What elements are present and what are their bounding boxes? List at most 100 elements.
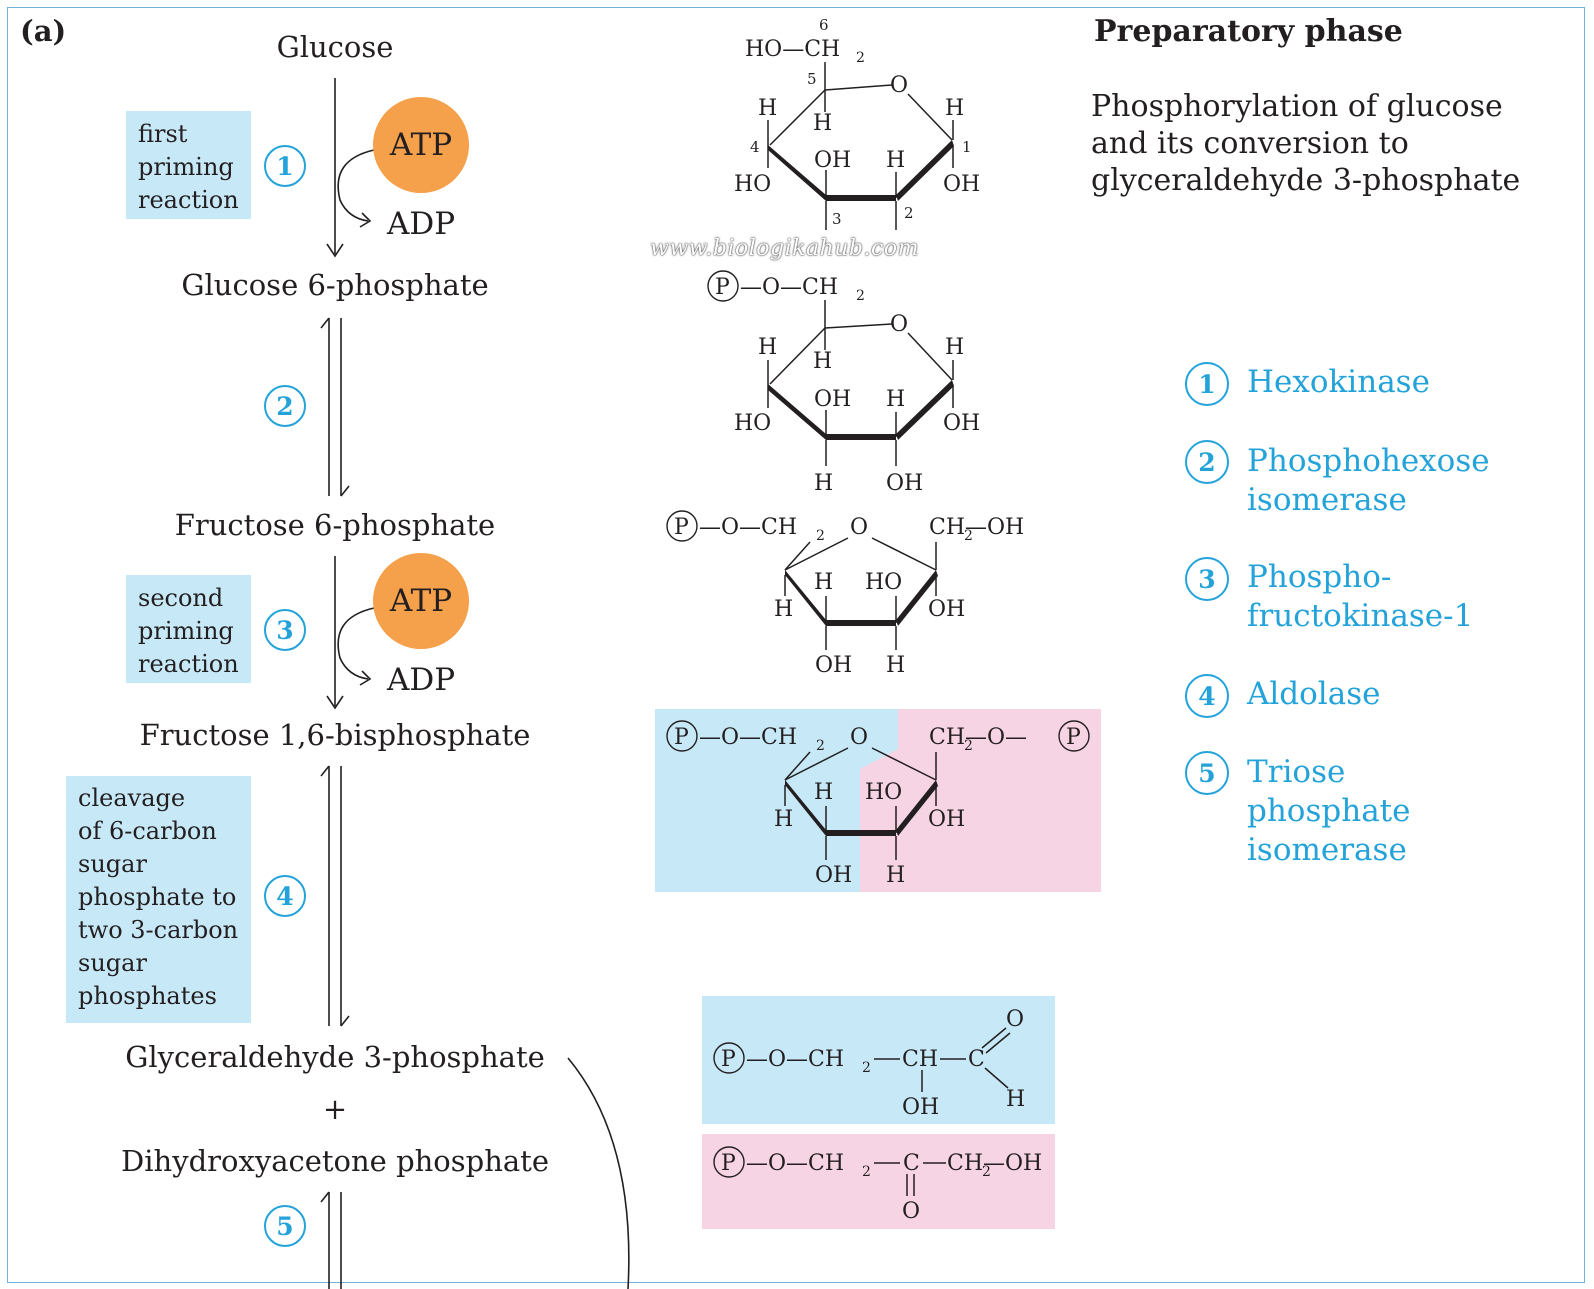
step-3-badge: 3: [264, 609, 306, 651]
svg-text:H: H: [814, 780, 833, 805]
svg-text:OH: OH: [902, 1095, 939, 1120]
svg-text:H: H: [886, 148, 905, 173]
svg-text:1: 1: [962, 138, 972, 156]
svg-text:2: 2: [856, 288, 865, 304]
svg-text:OH: OH: [815, 863, 852, 888]
enzyme-1-name: Hexokinase: [1247, 364, 1430, 400]
svg-text:—O—CH: —O—CH: [699, 725, 797, 750]
g6p-structure: P —O—CH 2 O H H HO H OH OH H H OH: [707, 270, 980, 496]
svg-text:CH: CH: [902, 1047, 938, 1072]
svg-text:O: O: [850, 725, 868, 750]
svg-text:CH—OH: CH—OH: [947, 1151, 1042, 1176]
svg-text:O: O: [1006, 1007, 1024, 1032]
step-4-badge: 4: [264, 875, 306, 917]
svg-text:HO: HO: [734, 411, 771, 436]
watermark-text: www.biologikahub.com: [650, 236, 919, 261]
svg-text:2: 2: [964, 738, 973, 754]
g3p-structure-box: [702, 996, 1055, 1124]
svg-text:H: H: [774, 597, 793, 622]
note-cleavage-text: cleavage of 6-carbon sugar phosphate to …: [78, 784, 239, 1010]
svg-text:2: 2: [964, 528, 973, 544]
svg-text:H: H: [813, 349, 832, 374]
svg-text:H: H: [886, 387, 905, 412]
compound-glyceraldehyde-3-phosphate: Glyceraldehyde 3-phosphate: [125, 1040, 545, 1074]
enzyme-4-badge: 4: [1185, 674, 1229, 718]
svg-text:2: 2: [862, 1060, 871, 1076]
phase-description: Phosphorylation of glucose and its conve…: [1091, 89, 1521, 198]
atp-circle-1: ATP: [373, 97, 469, 193]
svg-text:H: H: [813, 111, 832, 136]
svg-text:H: H: [886, 863, 905, 888]
svg-text:P: P: [674, 515, 689, 540]
svg-text:HO: HO: [734, 172, 771, 197]
adp-label-2: ADP: [387, 662, 456, 698]
compound-dihydroxyacetone-phosphate: Dihydroxyacetone phosphate: [120, 1144, 550, 1178]
svg-text:P: P: [1066, 725, 1081, 750]
svg-text:HO: HO: [865, 780, 902, 805]
svg-text:O: O: [902, 1199, 920, 1224]
svg-text:—O—CH: —O—CH: [746, 1047, 844, 1072]
enzyme-4-name: Aldolase: [1247, 676, 1381, 712]
panel-label: (a): [20, 14, 67, 48]
svg-text:HO: HO: [865, 570, 902, 595]
svg-text:H: H: [945, 335, 964, 360]
svg-text:3: 3: [832, 210, 842, 228]
enzyme-2-name: Phosphohexose isomerase: [1247, 443, 1490, 518]
svg-text:H: H: [758, 96, 777, 121]
step-1-badge: 1: [264, 145, 306, 187]
svg-text:CH—OH: CH—OH: [929, 515, 1024, 540]
enzyme-2-badge: 2: [1185, 440, 1229, 484]
step-2-badge: 2: [264, 385, 306, 427]
svg-text:2: 2: [816, 738, 825, 754]
svg-text:—O—CH: —O—CH: [746, 1151, 844, 1176]
pathway-arrows: [320, 78, 630, 1289]
f16bp-structure: P —O—CH 2 O CH—O— 2 P H OH H HO OH H: [666, 720, 1090, 888]
svg-text:C: C: [903, 1151, 920, 1176]
svg-text:—O—CH: —O—CH: [740, 275, 838, 300]
svg-text:H: H: [945, 96, 964, 121]
note-first-priming-text: first priming reaction: [138, 120, 239, 214]
svg-text:4: 4: [750, 138, 760, 156]
svg-text:O: O: [850, 515, 868, 540]
svg-text:CH—O—: CH—O—: [929, 725, 1027, 750]
atp-circle-2: ATP: [373, 553, 469, 649]
svg-text:P: P: [674, 725, 689, 750]
svg-text:H: H: [1006, 1087, 1025, 1112]
svg-text:H: H: [886, 653, 905, 678]
svg-text:P: P: [721, 1047, 736, 1072]
svg-text:C: C: [968, 1047, 985, 1072]
adp-label-1: ADP: [387, 206, 456, 242]
svg-text:P: P: [721, 1151, 736, 1176]
dhap-structure: P —O—CH 2 C CH—OH 2 O: [713, 1146, 1042, 1224]
svg-text:H: H: [774, 807, 793, 832]
g3p-structure: P —O—CH 2 CH C OH O H: [713, 1007, 1025, 1120]
compound-fructose-1-6-bisphosphate: Fructose 1,6-bisphosphate: [139, 718, 531, 752]
figure-frame: [7, 7, 1585, 1283]
compound-fructose-6-phosphate: Fructose 6-phosphate: [174, 508, 496, 542]
svg-text:2: 2: [862, 1164, 871, 1180]
svg-text:—O—CH: —O—CH: [699, 515, 797, 540]
enzyme-3-name: Phospho- fructokinase-1: [1247, 559, 1474, 634]
note-cleavage: [66, 776, 251, 1023]
enzyme-5-name: Triose phosphate isomerase: [1247, 754, 1411, 868]
svg-text:6: 6: [819, 16, 829, 34]
note-first-priming: [126, 111, 251, 219]
enzyme-1-badge: 1: [1185, 362, 1229, 406]
svg-text:OH: OH: [814, 148, 851, 173]
dhap-structure-box: [702, 1134, 1055, 1229]
f6p-structure: P —O—CH 2 O CH—OH 2 H OH H HO OH H: [666, 510, 1024, 678]
svg-text:P: P: [715, 275, 730, 300]
plus-sign: +: [322, 1092, 348, 1126]
svg-text:H: H: [814, 471, 833, 496]
svg-text:OH: OH: [928, 597, 965, 622]
chemical-structures: 6 HO—CH 2 5 O H H 4 HO H 1 OH OH H 3 2 P: [666, 16, 1090, 1224]
svg-text:OH: OH: [928, 807, 965, 832]
enzyme-3-badge: 3: [1185, 557, 1229, 601]
glucose-structure: 6 HO—CH 2 5 O H H 4 HO H 1 OH OH H 3 2: [734, 16, 980, 230]
svg-text:OH: OH: [815, 653, 852, 678]
enzyme-5-badge: 5: [1185, 751, 1229, 795]
svg-text:OH: OH: [943, 411, 980, 436]
svg-text:OH: OH: [943, 172, 980, 197]
svg-text:2: 2: [856, 50, 865, 66]
f16bp-blue-half: [655, 709, 900, 892]
